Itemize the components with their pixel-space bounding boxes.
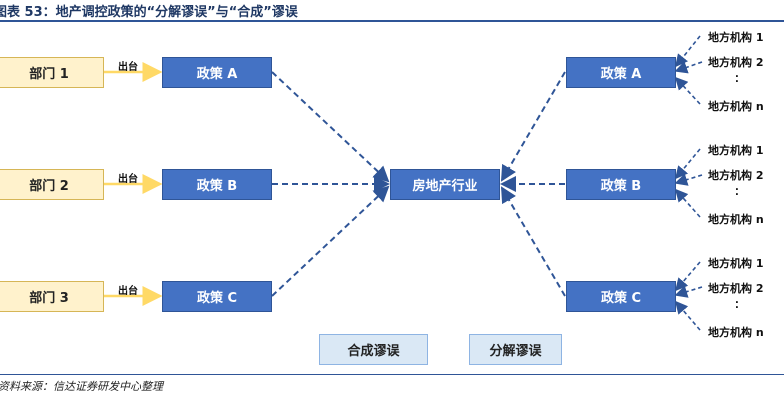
local-a-2: 地方机构 2 (708, 56, 764, 69)
local-a-1: 地方机构 1 (708, 31, 764, 44)
local-arrow-cn (674, 300, 701, 331)
local-c-2: 地方机构 2 (708, 282, 764, 295)
local-arrow-b2 (674, 173, 703, 186)
figure-title: 图表 53：地产调控政策的“分解谬误”与“合成”谬误 (0, 5, 298, 20)
legend-division-fallacy: 分解谬误 (469, 334, 562, 365)
local-c-1: 地方机构 1 (708, 257, 764, 270)
local-arrow-b1 (674, 148, 701, 180)
department-1-box: 部门 1 (0, 57, 104, 88)
local-arrow-c1 (674, 261, 701, 292)
local-a-n: 地方机构 n (708, 100, 764, 113)
local-b-ellipsis: .. (735, 182, 739, 198)
right-policy-c-box: 政策 C (566, 281, 676, 312)
local-arrow-an (674, 76, 701, 105)
title-rule (0, 20, 784, 22)
right-policy-c-to-hub (500, 186, 566, 297)
local-arrow-a2 (674, 61, 703, 74)
local-c-n: 地方机构 n (708, 326, 764, 339)
source-rule (0, 374, 784, 375)
local-b-2: 地方机构 2 (708, 169, 764, 182)
source-note: 资料来源：信达证券研发中心整理 (0, 380, 163, 393)
department-2-box: 部门 2 (0, 169, 104, 200)
local-c-ellipsis: .. (735, 295, 739, 311)
local-arrow-a1 (675, 35, 701, 68)
left-policy-a-box: 政策 A (162, 57, 272, 88)
local-b-1: 地方机构 1 (708, 144, 764, 157)
left-policy-c-to-hub (271, 185, 390, 297)
left-policy-c-box: 政策 C (162, 281, 272, 312)
right-policy-a-box: 政策 A (566, 57, 676, 88)
issue-label-1: 出台 (118, 62, 138, 73)
legend-composition-fallacy: 合成谬误 (319, 334, 428, 365)
issue-label-2: 出台 (118, 174, 138, 185)
right-policy-a-to-hub (500, 71, 566, 182)
local-arrow-c2 (674, 285, 703, 298)
issue-label-3: 出台 (118, 286, 138, 297)
hub-real-estate-box: 房地产行业 (390, 169, 500, 200)
local-b-n: 地方机构 n (708, 213, 764, 226)
department-3-box: 部门 3 (0, 281, 104, 312)
left-policy-a-to-hub (271, 71, 390, 183)
local-arrow-bn (674, 188, 701, 218)
left-policy-b-box: 政策 B (162, 169, 272, 200)
right-policy-b-box: 政策 B (566, 169, 676, 200)
local-a-ellipsis: .. (735, 69, 739, 85)
